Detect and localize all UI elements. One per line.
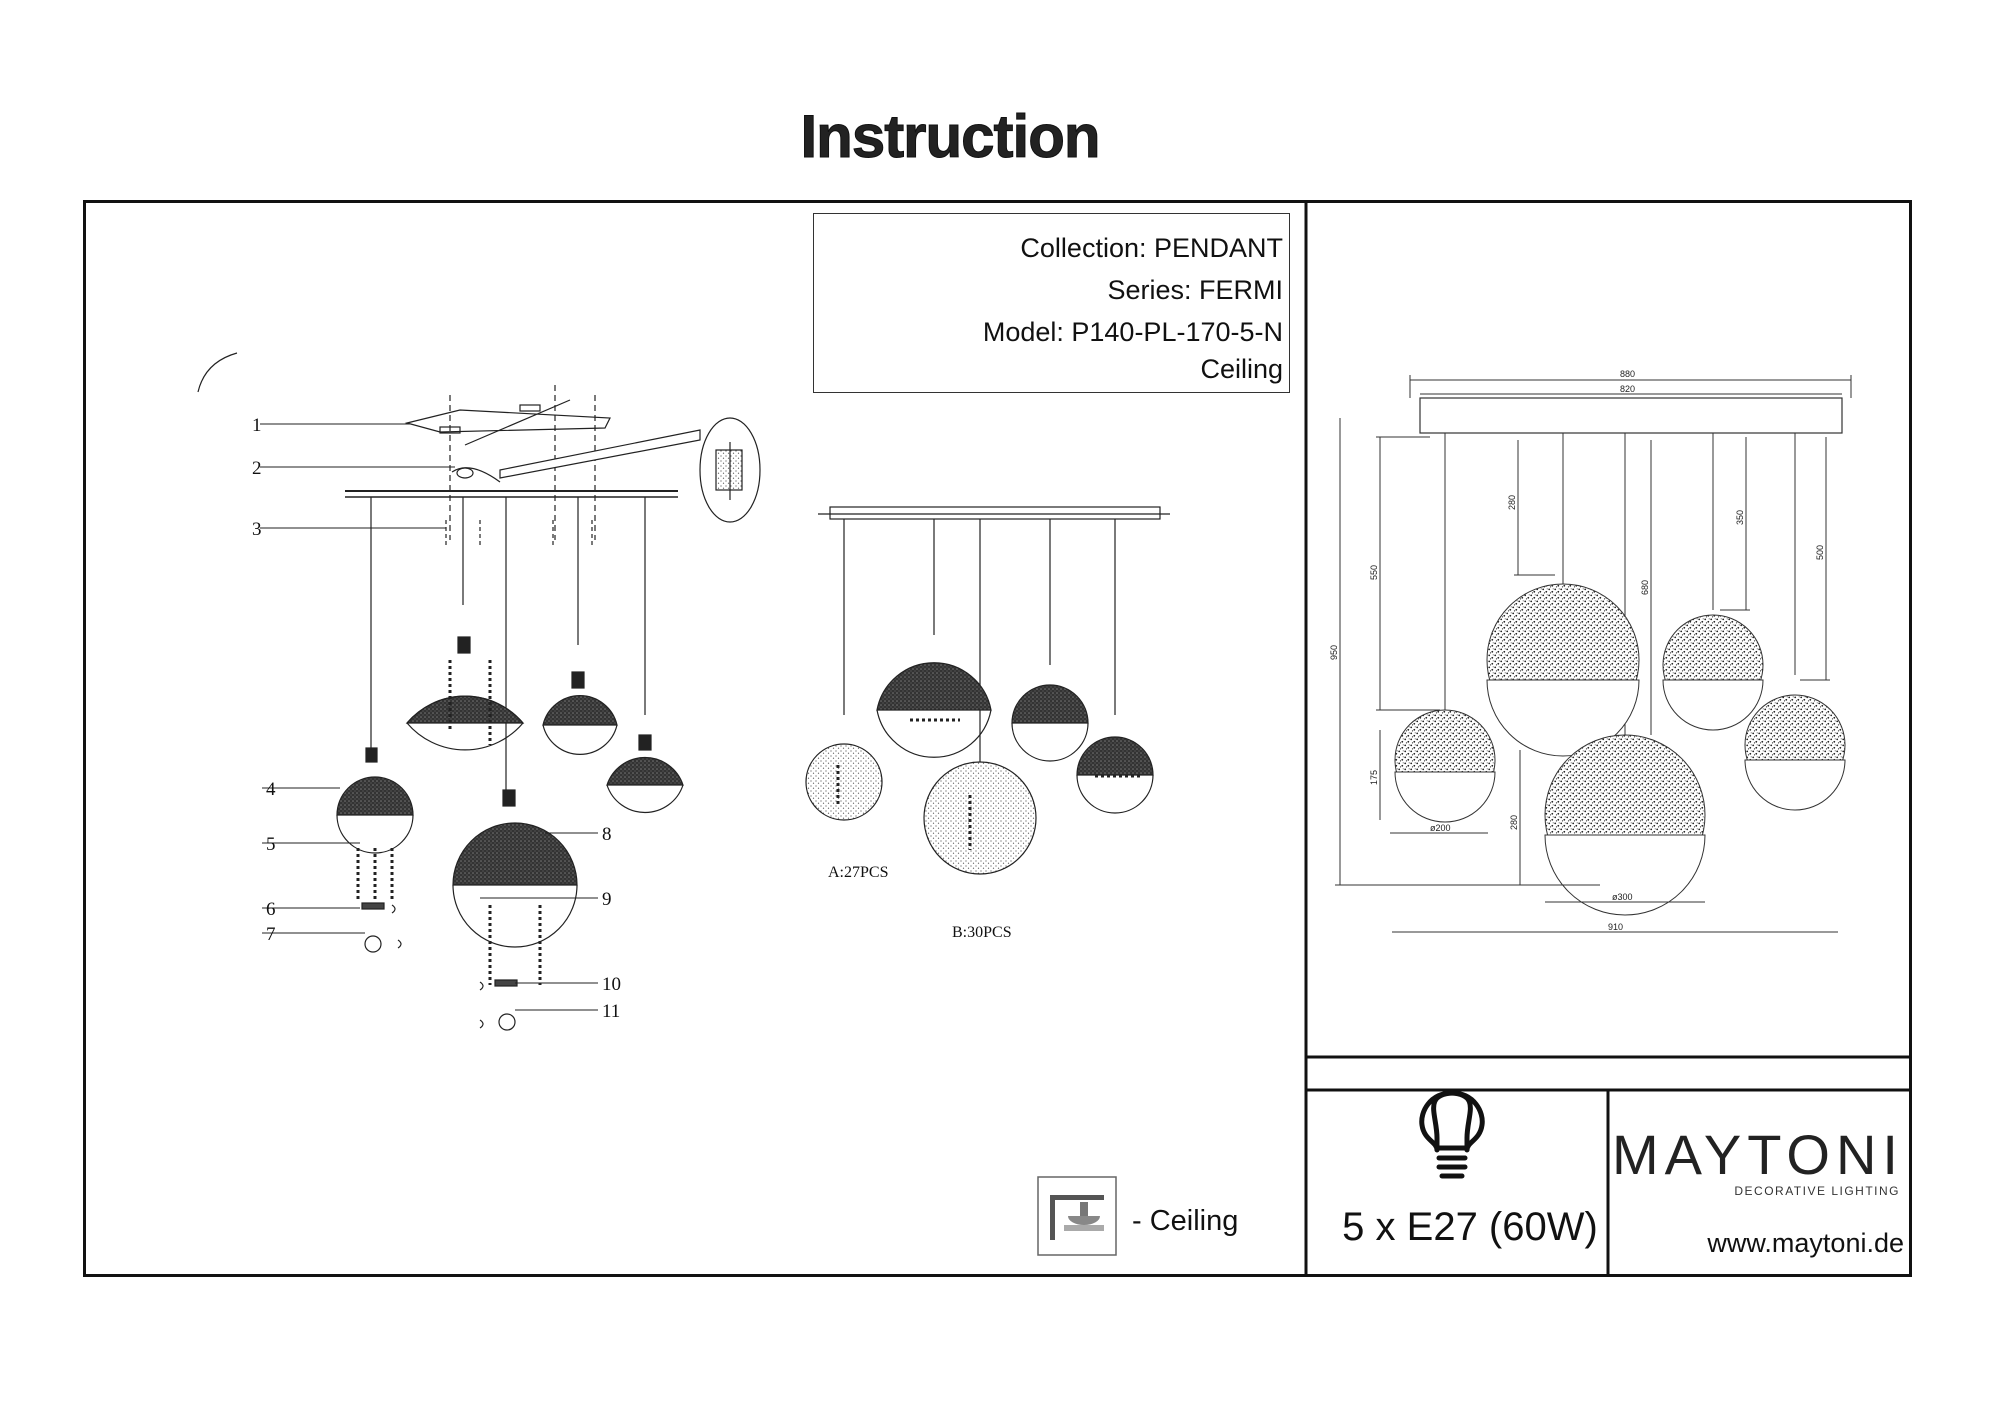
lamp-spec: 5 x E27 (60W) — [1342, 1205, 1598, 1249]
callout-9: 9 — [602, 889, 612, 910]
brand-tagline: DECORATIVE LIGHTING — [1734, 1184, 1900, 1198]
callout-7: 7 — [266, 924, 276, 945]
dimension-labels: 880 820 280 350 500 550 680 950 175 280 … — [1329, 369, 1825, 932]
collection-text: Collection: PENDANT — [1020, 233, 1283, 263]
product-info-box: Collection: PENDANT Series: FERMI Model:… — [813, 213, 1290, 393]
dim-950: 950 — [1329, 645, 1339, 660]
drawing-frame — [83, 200, 1912, 1277]
dim-d300: ø300 — [1612, 892, 1633, 902]
callout-numbers: 1 2 3 4 5 6 7 8 9 10 11 — [252, 415, 621, 1022]
assembled-view — [805, 506, 1170, 875]
page-title: Instruction — [800, 103, 1101, 171]
callout-3: 3 — [252, 519, 262, 540]
crystal-count-b: B:30PCS — [952, 924, 1012, 941]
brand-url[interactable]: www.maytoni.de — [1707, 1228, 1904, 1258]
series-text: Series: FERMI — [1107, 275, 1283, 305]
exploded-assembly-view — [197, 352, 761, 1031]
mount-type-label: - Ceiling — [1132, 1205, 1239, 1237]
ceiling-mount-icon — [1037, 1176, 1117, 1256]
callout-2: 2 — [252, 458, 262, 479]
model-text: Model: P140-PL-170-5-N — [982, 317, 1283, 347]
dim-280-shade: 280 — [1509, 815, 1519, 830]
callout-11: 11 — [602, 1001, 620, 1022]
callout-8: 8 — [602, 824, 612, 845]
dim-820: 820 — [1620, 384, 1635, 394]
dim-550: 550 — [1369, 565, 1379, 580]
callout-1: 1 — [252, 415, 262, 436]
dim-680: 680 — [1640, 580, 1650, 595]
mount-type-text: Ceiling — [1200, 354, 1283, 384]
callout-4: 4 — [266, 779, 276, 800]
dim-d200: ø200 — [1430, 823, 1451, 833]
brand-logo: MAYTONI — [1612, 1123, 1904, 1186]
dim-910: 910 — [1608, 922, 1623, 932]
callout-5: 5 — [266, 834, 276, 855]
light-bulb-icon — [1419, 1090, 1485, 1179]
dim-880: 880 — [1620, 369, 1635, 379]
crystal-counts: A:27PCS B:30PCS — [828, 864, 1012, 941]
dim-175: 175 — [1369, 770, 1379, 785]
crystal-count-a: A:27PCS — [828, 864, 888, 881]
callout-6: 6 — [266, 899, 276, 920]
dim-350: 350 — [1735, 510, 1745, 525]
callout-lines — [260, 423, 598, 1011]
right-panel-lines — [1304, 200, 1912, 1277]
dim-500: 500 — [1815, 545, 1825, 560]
callout-10: 10 — [602, 974, 621, 995]
dim-280: 280 — [1507, 495, 1517, 510]
dimension-drawing — [1335, 375, 1852, 933]
